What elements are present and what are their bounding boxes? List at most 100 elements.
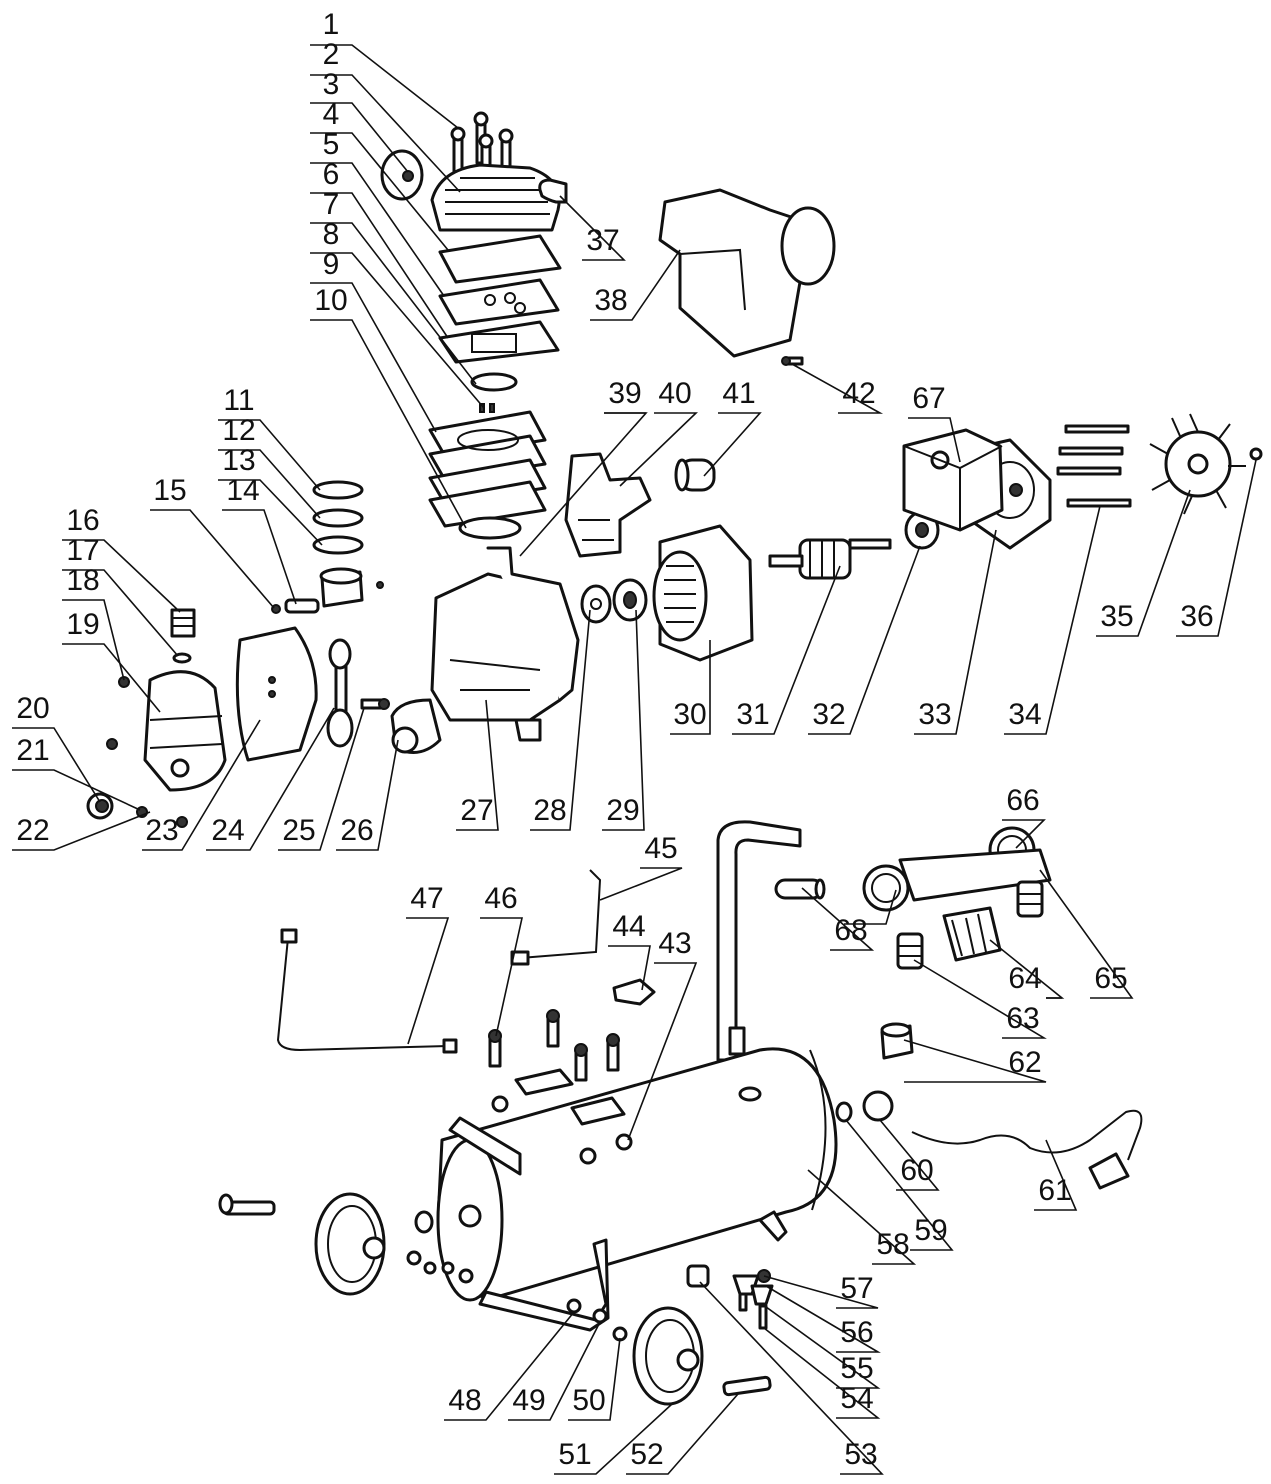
- through-bolts: [1056, 424, 1132, 508]
- label-59: 59: [914, 1214, 947, 1247]
- pressure-switch: [902, 428, 1004, 532]
- oil-sight-glass: [86, 792, 114, 820]
- label-13: 13: [222, 444, 255, 477]
- label-53: 53: [844, 1438, 877, 1471]
- label-18: 18: [66, 564, 99, 597]
- label-40: 40: [658, 377, 691, 410]
- label-8: 8: [323, 218, 340, 251]
- label-24: 24: [211, 814, 244, 847]
- rotor: [768, 538, 892, 580]
- label-61: 61: [1038, 1174, 1071, 1207]
- motor-stator: [652, 524, 754, 662]
- label-12: 12: [222, 414, 255, 447]
- label-48: 48: [448, 1384, 481, 1417]
- silencer-filter: [380, 149, 424, 201]
- label-25: 25: [282, 814, 315, 847]
- piston: [319, 567, 384, 608]
- crankcase: [430, 546, 580, 742]
- label-32: 32: [812, 698, 845, 731]
- label-63: 63: [1006, 1002, 1039, 1035]
- cooling-fan: [1149, 413, 1246, 515]
- label-45: 45: [644, 832, 677, 865]
- discharge-tube: [510, 869, 602, 966]
- breather-plug: [170, 608, 196, 664]
- label-47: 47: [410, 882, 443, 915]
- label-23: 23: [145, 814, 178, 847]
- label-55: 55: [840, 1352, 873, 1385]
- coupling-nut: [880, 1022, 914, 1060]
- label-43: 43: [658, 927, 691, 960]
- axle-bolt-right: [722, 1375, 772, 1397]
- label-17: 17: [66, 534, 99, 567]
- label-10: 10: [314, 284, 347, 317]
- label-58: 58: [876, 1228, 909, 1261]
- connecting-rod: [326, 638, 354, 748]
- wheel-left: [314, 1192, 386, 1296]
- label-57: 57: [840, 1272, 873, 1305]
- drain-valve-assembly: [686, 1264, 774, 1330]
- cover-screws: [106, 676, 188, 828]
- label-52: 52: [630, 1438, 663, 1471]
- handle-grip: [774, 878, 826, 900]
- drain-plug-60: [862, 1090, 894, 1122]
- label-22: 22: [16, 814, 49, 847]
- label-29: 29: [606, 794, 639, 827]
- crankcase-cover: [143, 670, 227, 792]
- axle-bolt-left: [218, 1193, 276, 1216]
- label-27: 27: [460, 794, 493, 827]
- cover-gasket: [235, 626, 318, 762]
- label-49: 49: [512, 1384, 545, 1417]
- leader-lines: [12, 44, 1257, 1475]
- bearing-washer: [580, 584, 612, 624]
- crankshaft: [390, 698, 442, 754]
- air-tank: [436, 1047, 838, 1302]
- label-38: 38: [594, 284, 627, 317]
- label-14: 14: [226, 474, 259, 507]
- label-60: 60: [900, 1154, 933, 1187]
- label-16: 16: [66, 504, 99, 537]
- label-2: 2: [323, 38, 340, 71]
- label-37: 37: [586, 224, 619, 257]
- wheel-spacers: [406, 1210, 474, 1284]
- label-62: 62: [1008, 1046, 1041, 1079]
- fan-nut: [1249, 447, 1263, 461]
- label-65: 65: [1094, 962, 1127, 995]
- quick-coupler-left: [896, 932, 924, 970]
- cylinder-head: [430, 163, 561, 232]
- label-67: 67: [912, 382, 945, 415]
- crank-bolt: [360, 698, 390, 710]
- power-cord: [911, 1109, 1143, 1190]
- label-31: 31: [736, 698, 769, 731]
- bearing-left: [612, 578, 648, 622]
- label-35: 35: [1100, 600, 1133, 633]
- label-15: 15: [153, 474, 186, 507]
- reed-valve: [470, 372, 518, 392]
- valve-plate: [438, 278, 560, 326]
- label-66: 66: [1006, 784, 1039, 817]
- wheel-right: [632, 1306, 704, 1406]
- label-7: 7: [323, 188, 340, 221]
- label-42: 42: [842, 377, 875, 410]
- label-46: 46: [484, 882, 517, 915]
- label-28: 28: [533, 794, 566, 827]
- label-1: 1: [323, 8, 340, 41]
- label-34: 34: [1008, 698, 1041, 731]
- label-41: 41: [722, 377, 755, 410]
- gasket-lower: [438, 320, 560, 364]
- part-labels: 1 2 3 4 5 6 7 8 9 10 11 12 13 14 15 16 1…: [16, 8, 1213, 1471]
- label-56: 56: [840, 1316, 873, 1349]
- label-4: 4: [323, 98, 340, 131]
- quick-coupler-right: [1016, 880, 1044, 918]
- handle: [716, 820, 802, 1062]
- label-20: 20: [16, 692, 49, 725]
- tank-nuts: [491, 1095, 633, 1165]
- fan-cover-screw: [781, 356, 804, 366]
- label-54: 54: [840, 1382, 873, 1415]
- piston-rings: [312, 480, 364, 555]
- check-valve: [612, 978, 656, 1006]
- pressure-gauge-left: [862, 864, 910, 912]
- label-44: 44: [612, 910, 645, 943]
- label-39: 39: [608, 377, 641, 410]
- label-36: 36: [1180, 600, 1213, 633]
